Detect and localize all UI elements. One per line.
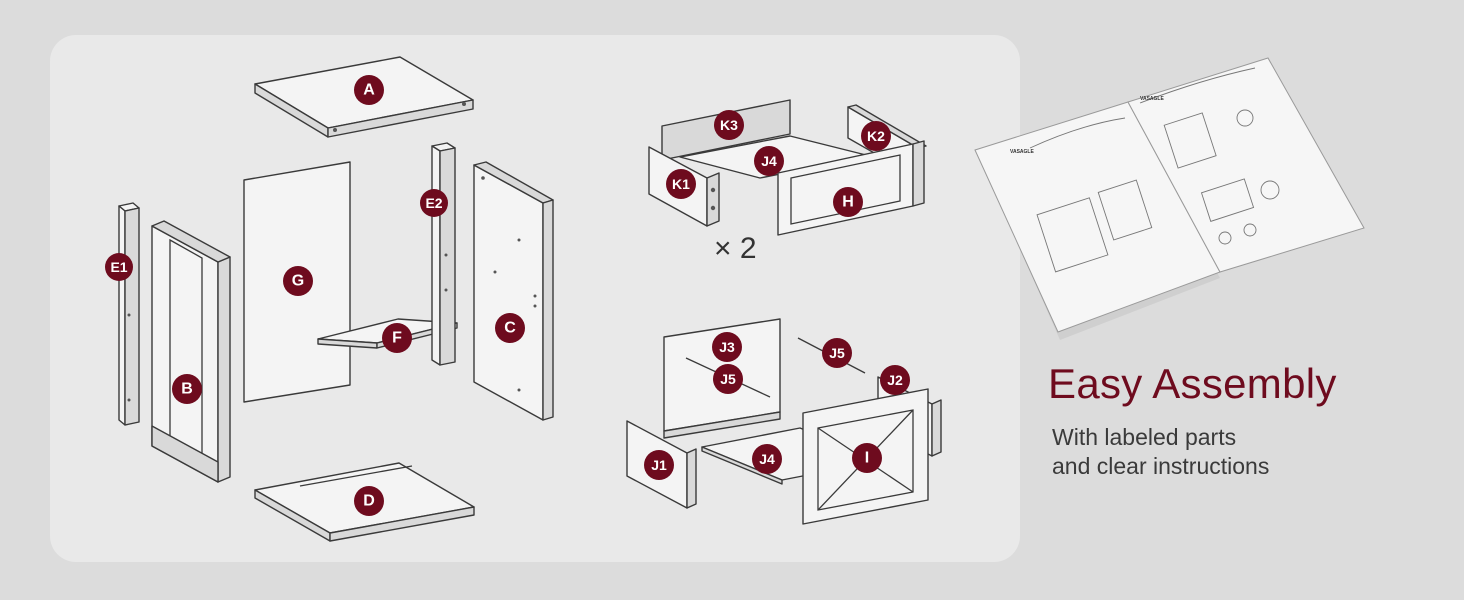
svg-text:E1: E1 <box>110 259 127 275</box>
badge-b: B <box>172 374 202 404</box>
svg-text:D: D <box>363 493 375 510</box>
door-assembly <box>626 318 942 525</box>
badge-j1: J1 <box>644 450 674 480</box>
svg-text:H: H <box>842 194 854 211</box>
svg-text:J2: J2 <box>887 372 903 388</box>
heading-title: Easy Assembly <box>1048 360 1337 407</box>
heading-subtitle-line-1: With labeled parts <box>1052 424 1237 450</box>
svg-text:J4: J4 <box>759 451 775 467</box>
svg-text:G: G <box>292 273 304 290</box>
svg-text:J5: J5 <box>720 371 736 387</box>
badge-e2: E2 <box>420 189 448 217</box>
svg-text:E2: E2 <box>425 195 442 211</box>
badge-j5-left: J5 <box>713 364 743 394</box>
badge-f: F <box>382 323 412 353</box>
heading-subtitle-line-2: and clear instructions <box>1052 453 1270 479</box>
svg-text:K2: K2 <box>867 128 885 144</box>
badge-g: G <box>283 266 313 296</box>
badge-k3: K3 <box>714 110 744 140</box>
svg-text:K3: K3 <box>720 117 738 133</box>
drawer-assembly <box>648 99 927 236</box>
instruction-manual-image: VASAGLE VASAGLE <box>974 57 1365 340</box>
badge-h: H <box>833 187 863 217</box>
manual-brand-left: VASAGLE <box>1010 149 1034 155</box>
quantity-multiplier: × 2 <box>714 232 757 265</box>
part-e1-post <box>118 202 140 426</box>
svg-text:B: B <box>181 381 193 398</box>
svg-text:K1: K1 <box>672 176 690 192</box>
svg-text:J4: J4 <box>761 153 777 169</box>
badge-e1: E1 <box>105 253 133 281</box>
part-b-door-frame <box>151 220 231 483</box>
badge-d: D <box>354 486 384 516</box>
badge-c: C <box>495 313 525 343</box>
badge-j5-right: J5 <box>822 338 852 368</box>
badge-i: I <box>852 443 882 473</box>
svg-text:A: A <box>363 82 375 99</box>
badge-k2: K2 <box>861 121 891 151</box>
badge-j3: J3 <box>712 332 742 362</box>
svg-text:J5: J5 <box>829 345 845 361</box>
svg-text:F: F <box>392 330 402 347</box>
svg-text:I: I <box>865 450 869 467</box>
svg-text:C: C <box>504 320 516 337</box>
svg-text:J1: J1 <box>651 457 667 473</box>
manual-brand-right: VASAGLE <box>1140 96 1164 102</box>
badge-j4-drawer: J4 <box>754 146 784 176</box>
svg-text:J3: J3 <box>719 339 735 355</box>
badge-a: A <box>354 75 384 105</box>
part-e2-post <box>431 142 456 366</box>
badge-j2: J2 <box>880 365 910 395</box>
badge-k1: K1 <box>666 169 696 199</box>
part-c-side-panel <box>473 161 554 421</box>
badge-j4-door: J4 <box>752 444 782 474</box>
